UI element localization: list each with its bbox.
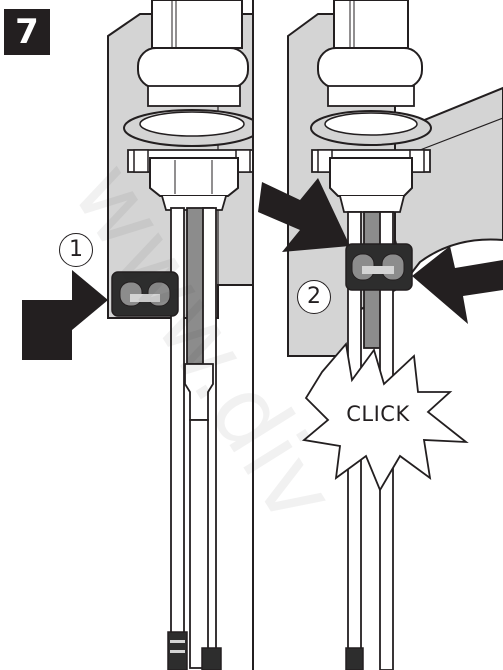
squeeze-arrow-left — [258, 178, 350, 252]
hose-fitting-right — [201, 647, 222, 670]
left-panel — [22, 0, 253, 670]
callout-1: 1 — [59, 233, 93, 267]
right-panel — [258, 0, 503, 670]
hose-clip-open — [111, 271, 179, 317]
click-label: CLICK — [346, 402, 410, 426]
squeeze-arrow-right — [412, 246, 503, 324]
step-number-badge: 7 — [4, 9, 50, 55]
tap-base-ring — [137, 47, 249, 89]
hose-clip-closed — [345, 243, 413, 291]
tap-pipe-upper — [151, 0, 243, 49]
click-burst — [301, 341, 469, 493]
fixing-nut — [149, 157, 239, 197]
callout-2: 2 — [297, 280, 331, 314]
push-arrow-left — [22, 270, 108, 360]
tap-pipe-upper-right — [333, 0, 409, 49]
